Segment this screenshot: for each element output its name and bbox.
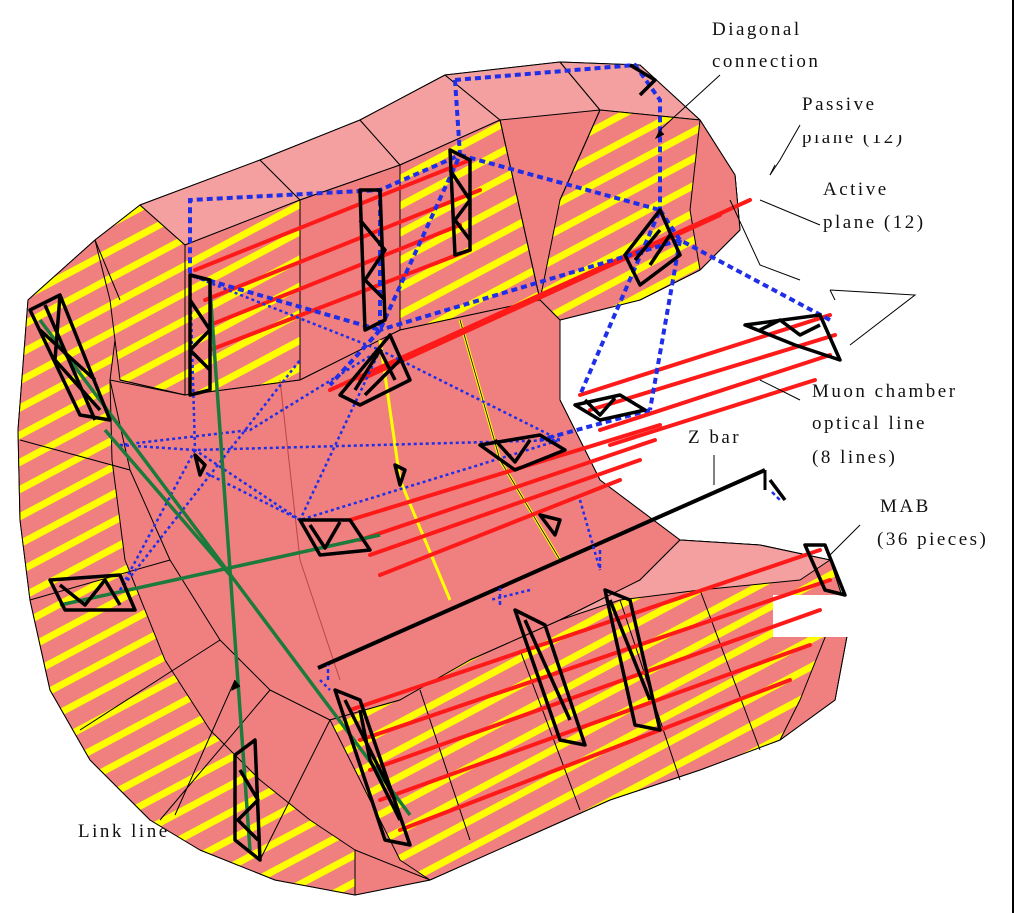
mab-left-top: [28, 293, 112, 422]
label-active-line1: Active: [823, 179, 889, 200]
mab-lower-1: [513, 608, 587, 747]
label-passive-line1: Passive: [802, 94, 877, 115]
label-link-line: Link line: [78, 821, 170, 842]
mab-bottom-mid: [298, 518, 372, 557]
label-muon-line2: optical line: [812, 413, 927, 434]
label-mab-line1: MAB: [880, 496, 931, 517]
lower-front-face: [354, 849, 431, 896]
mab-top-2: [358, 188, 387, 332]
mab-zbar-end: [768, 478, 787, 502]
mab-left-mid: [188, 273, 212, 397]
mab-lower-small: [193, 453, 562, 537]
mab-bottom-left: [48, 573, 137, 612]
groove-1: [279, 379, 341, 681]
annotation-leaders: [174, 74, 917, 816]
mab-lower-3: [803, 543, 847, 597]
mab-lower-left: [233, 738, 262, 862]
label-passive-line2: plane (12): [802, 127, 905, 148]
mab-upper-right: [623, 208, 682, 287]
label-zbar: Z bar: [688, 427, 742, 448]
mab-lower-center: [333, 688, 412, 847]
upper-right-cap: [689, 119, 741, 271]
z-bar: [317, 468, 767, 670]
label-muon-line3: (8 lines): [812, 447, 898, 468]
label-active-line2: plane (12): [823, 212, 926, 233]
diagonal-connections: [188, 62, 831, 442]
label-diagonal-line2: connection: [712, 51, 821, 72]
mab-lower-2: [603, 588, 662, 732]
white-mask-2: [773, 595, 853, 637]
mab-right-lower: [478, 433, 567, 472]
white-mask-1: [688, 500, 796, 540]
mab-pieces: [28, 63, 847, 862]
mab-center: [338, 333, 412, 407]
label-diagonal-line1: Diagonal: [712, 19, 802, 40]
label-mab-line2: (36 pieces): [877, 529, 989, 550]
muon-optical-lines: [193, 158, 837, 832]
zbar-connectors: [326, 491, 781, 680]
mab-top-1: [448, 148, 472, 257]
label-muon-line1: Muon chamber: [812, 381, 958, 402]
mab-right-top: [743, 313, 842, 362]
mab-right-mid: [573, 393, 647, 422]
diagonal-connections-thin: [118, 273, 602, 691]
mab-top-3: [629, 63, 657, 97]
